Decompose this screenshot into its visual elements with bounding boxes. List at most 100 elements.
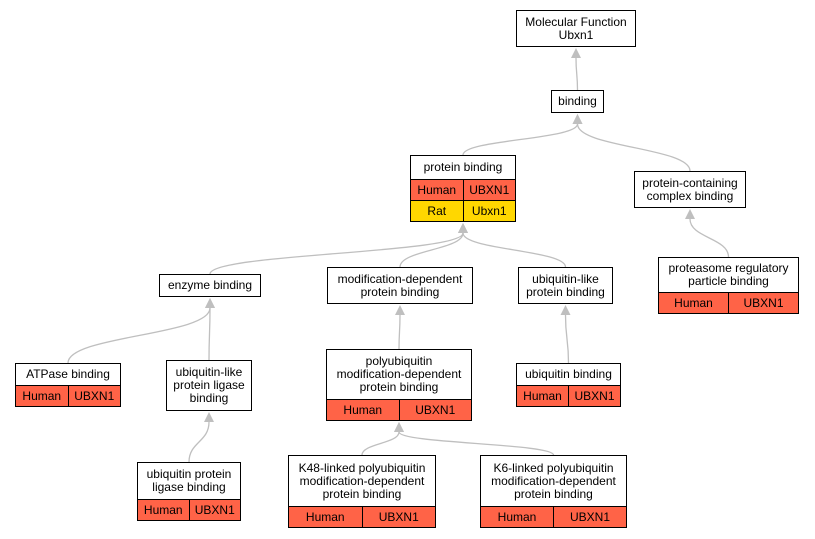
term-label-line: modification-dependent: [491, 473, 616, 488]
arrowhead: [560, 305, 571, 315]
edge-proteasome-to-protein-complex: [689, 218, 730, 258]
species-cell: Rat: [427, 204, 447, 218]
term-label-line: modification-dependent: [337, 271, 463, 286]
species-cell: Human: [523, 389, 562, 403]
term-node-binding[interactable]: binding: [551, 90, 604, 113]
gene-cell: UBXN1: [188, 500, 241, 520]
term-label-line: protein binding: [526, 284, 605, 299]
term-node-enzyme[interactable]: enzyme binding: [159, 274, 261, 297]
term-label-line: protein binding: [423, 160, 503, 174]
term-label: binding: [552, 91, 603, 112]
gene-cell: UBXN1: [728, 293, 798, 313]
term-label-line: protein binding: [322, 486, 402, 501]
term-label-line: K6-linked polyubiquitin: [493, 460, 614, 475]
annotation-row: Human UBXN1: [16, 385, 120, 406]
edge-atpase-to-enzyme: [67, 307, 211, 364]
edge-ubl-ligase-to-enzyme: [208, 307, 211, 361]
edge-enzyme-to-protein-binding: [209, 232, 464, 275]
term-label-line: ATPase binding: [26, 367, 110, 381]
arrowhead: [571, 48, 581, 58]
arrowhead: [395, 305, 405, 315]
term-label-line: protein binding: [514, 486, 593, 501]
arrowhead: [205, 298, 215, 308]
edge-ub-ligase-to-ubl-ligase: [188, 421, 210, 463]
edge-binding-to-mf: [575, 57, 579, 91]
term-label-line: Ubxn1: [558, 27, 594, 42]
edge-k48-to-polyub: [361, 431, 400, 456]
species-cell: Human: [417, 183, 457, 197]
gene-cell: UBXN1: [462, 180, 516, 200]
edge-polyub-to-mod-dep: [398, 314, 401, 350]
annotation-row: Human UBXN1: [517, 385, 620, 406]
species-cell: Human: [497, 510, 537, 524]
edge-ub-binding-to-ubl-pb: [564, 314, 570, 364]
term-label: ATPase binding: [16, 364, 120, 385]
term-label-line: binding: [189, 391, 229, 405]
term-label-line: modification-dependent: [336, 367, 462, 381]
term-label: enzyme binding: [160, 275, 260, 296]
term-label-line: proteasome regulatory: [668, 261, 789, 275]
term-label-line: protein ligase: [173, 378, 245, 392]
gene-cell: UBXN1: [361, 507, 436, 527]
edge-ubl-pb-to-protein-binding: [462, 232, 567, 268]
term-label-line: ubiquitin protein: [146, 467, 232, 481]
gene-cell: UBXN1: [398, 400, 472, 420]
term-label-line: particle binding: [688, 274, 769, 288]
annotation-row: Human UBXN1: [411, 179, 515, 200]
annotation-row: Rat Ubxn1: [411, 200, 515, 221]
species-cell: Human: [22, 389, 62, 403]
term-label-line: protein binding: [360, 284, 440, 299]
arrowhead: [204, 412, 214, 422]
term-label-line: K48-linked polyubiquitin: [298, 460, 426, 475]
gene-cell: UBXN1: [553, 507, 626, 527]
arrowhead: [458, 223, 468, 233]
species-cell: Human: [343, 403, 383, 417]
term-label-line: modification-dependent: [299, 473, 425, 488]
gene-cell: Ubxn1: [462, 201, 516, 221]
species-cell: Human: [305, 510, 345, 524]
species-cell: Human: [674, 296, 713, 310]
edge-protein-binding-to-binding: [462, 123, 579, 156]
term-label-line: polyubiquitin: [365, 354, 433, 368]
annotation-row: Human UBXN1: [327, 399, 471, 420]
species-cell: Human: [143, 503, 183, 517]
term-label-line: protein-containing: [642, 175, 738, 190]
annotation-row: Human UBXN1: [659, 292, 798, 313]
term-label-line: ubiquitin binding: [525, 367, 612, 381]
annotation-row: Human UBXN1: [481, 506, 626, 527]
arrowhead: [685, 209, 695, 219]
arrowhead: [394, 422, 404, 432]
gene-cell: UBXN1: [568, 386, 620, 406]
term-label-line: ubiquitin-like: [175, 365, 243, 379]
term-label: protein binding: [411, 156, 515, 179]
edge-mod-dep-to-protein-binding: [399, 232, 464, 268]
gene-cell: UBXN1: [67, 386, 121, 406]
term-label-line: complex binding: [646, 188, 734, 203]
term-label-line: protein binding: [359, 380, 439, 394]
term-label-line: binding: [558, 94, 597, 108]
edge-protein-complex-to-binding: [576, 123, 691, 172]
